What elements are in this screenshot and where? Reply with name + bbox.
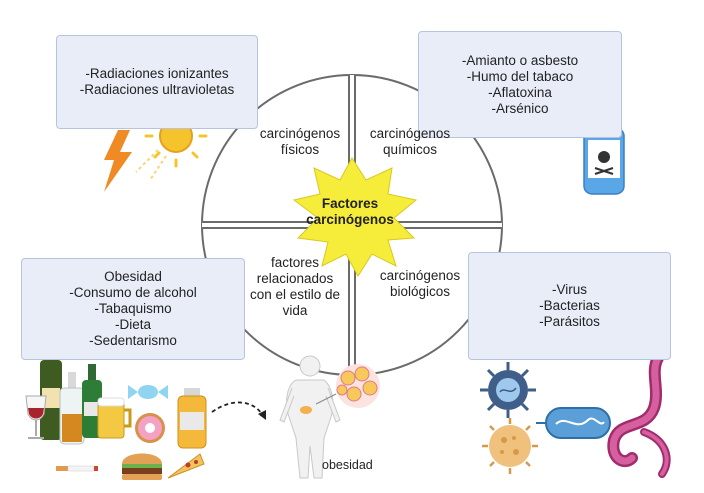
lifestyle-examples-box: Obesidad -Consumo de alcohol -Tabaquismo… xyxy=(21,258,245,360)
virus-icon xyxy=(480,362,536,418)
box-line: -Radiaciones ultravioletas xyxy=(79,82,235,97)
cigarette-icon xyxy=(56,465,98,472)
center-title-line: carcinógenos xyxy=(306,212,394,227)
biological-examples-box: -Virus -Bacterias -Parásitos xyxy=(468,252,671,360)
box-line: -Dieta xyxy=(114,317,151,332)
box-line: -Tabaquismo xyxy=(94,301,172,316)
center-star xyxy=(292,157,418,277)
quadrant-label-physical: carcinógenos físicos xyxy=(245,126,355,158)
alcohol-bottles-icon xyxy=(40,340,102,445)
pizza-icon xyxy=(167,453,205,479)
label-line: carcinógenos xyxy=(369,126,451,141)
center-title-line: Factores xyxy=(321,196,379,211)
coronavirus-icon xyxy=(482,418,538,474)
chemical-examples-box: -Amianto o asbesto -Humo del tabaco -Afl… xyxy=(418,31,622,138)
human-body-icon xyxy=(279,355,341,479)
label-line: biológicos xyxy=(389,284,451,299)
box-line: -Humo del tabaco xyxy=(466,69,574,84)
label-line: carcinógenos xyxy=(379,268,461,283)
box-line: Obesidad xyxy=(104,269,162,284)
bacterium-icon xyxy=(536,407,611,439)
label-line: relacionados xyxy=(256,271,334,286)
obesity-caption: obesidad xyxy=(322,458,373,472)
label-line: carcinógenos xyxy=(259,126,341,141)
physical-examples-box: -Radiaciones ionizantes -Radiaciones ult… xyxy=(56,35,258,129)
juice-bottle-icon xyxy=(177,388,207,449)
box-line: -Arsénico xyxy=(491,101,549,116)
box-line: -Parásitos xyxy=(539,314,600,329)
parasite-worm-icon xyxy=(607,352,671,478)
label-line: químicos xyxy=(382,142,438,157)
box-line: -Virus xyxy=(551,282,587,297)
center-title: Factores carcinógenos xyxy=(275,196,425,228)
box-line: -Aflatoxina xyxy=(488,85,552,100)
donut-icon xyxy=(135,413,165,443)
label-line: con el estilo de xyxy=(249,287,341,302)
label-line: vida xyxy=(282,303,308,318)
candy-icon xyxy=(128,385,168,399)
dashed-arrow xyxy=(211,401,266,420)
box-line: -Radiaciones ionizantes xyxy=(85,66,229,81)
wine-glass-icon xyxy=(25,395,47,439)
label-line: físicos xyxy=(280,142,320,157)
quadrant-label-biological: carcinógenos biológicos xyxy=(360,268,480,300)
lightning-icon xyxy=(104,130,132,192)
fat-cells-icon xyxy=(315,364,380,408)
box-line: -Consumo de alcohol xyxy=(69,285,197,300)
quadrant-label-chemical: carcinógenos químicos xyxy=(355,126,465,158)
quadrant-label-lifestyle: factores relacionados con el estilo de v… xyxy=(240,255,350,319)
burger-icon xyxy=(122,453,162,480)
box-line: -Bacterias xyxy=(539,298,600,313)
box-line: -Amianto o asbesto xyxy=(461,53,579,68)
box-line: -Sedentarismo xyxy=(89,333,177,348)
beer-mug-icon xyxy=(97,397,132,439)
label-line: factores xyxy=(270,255,320,270)
